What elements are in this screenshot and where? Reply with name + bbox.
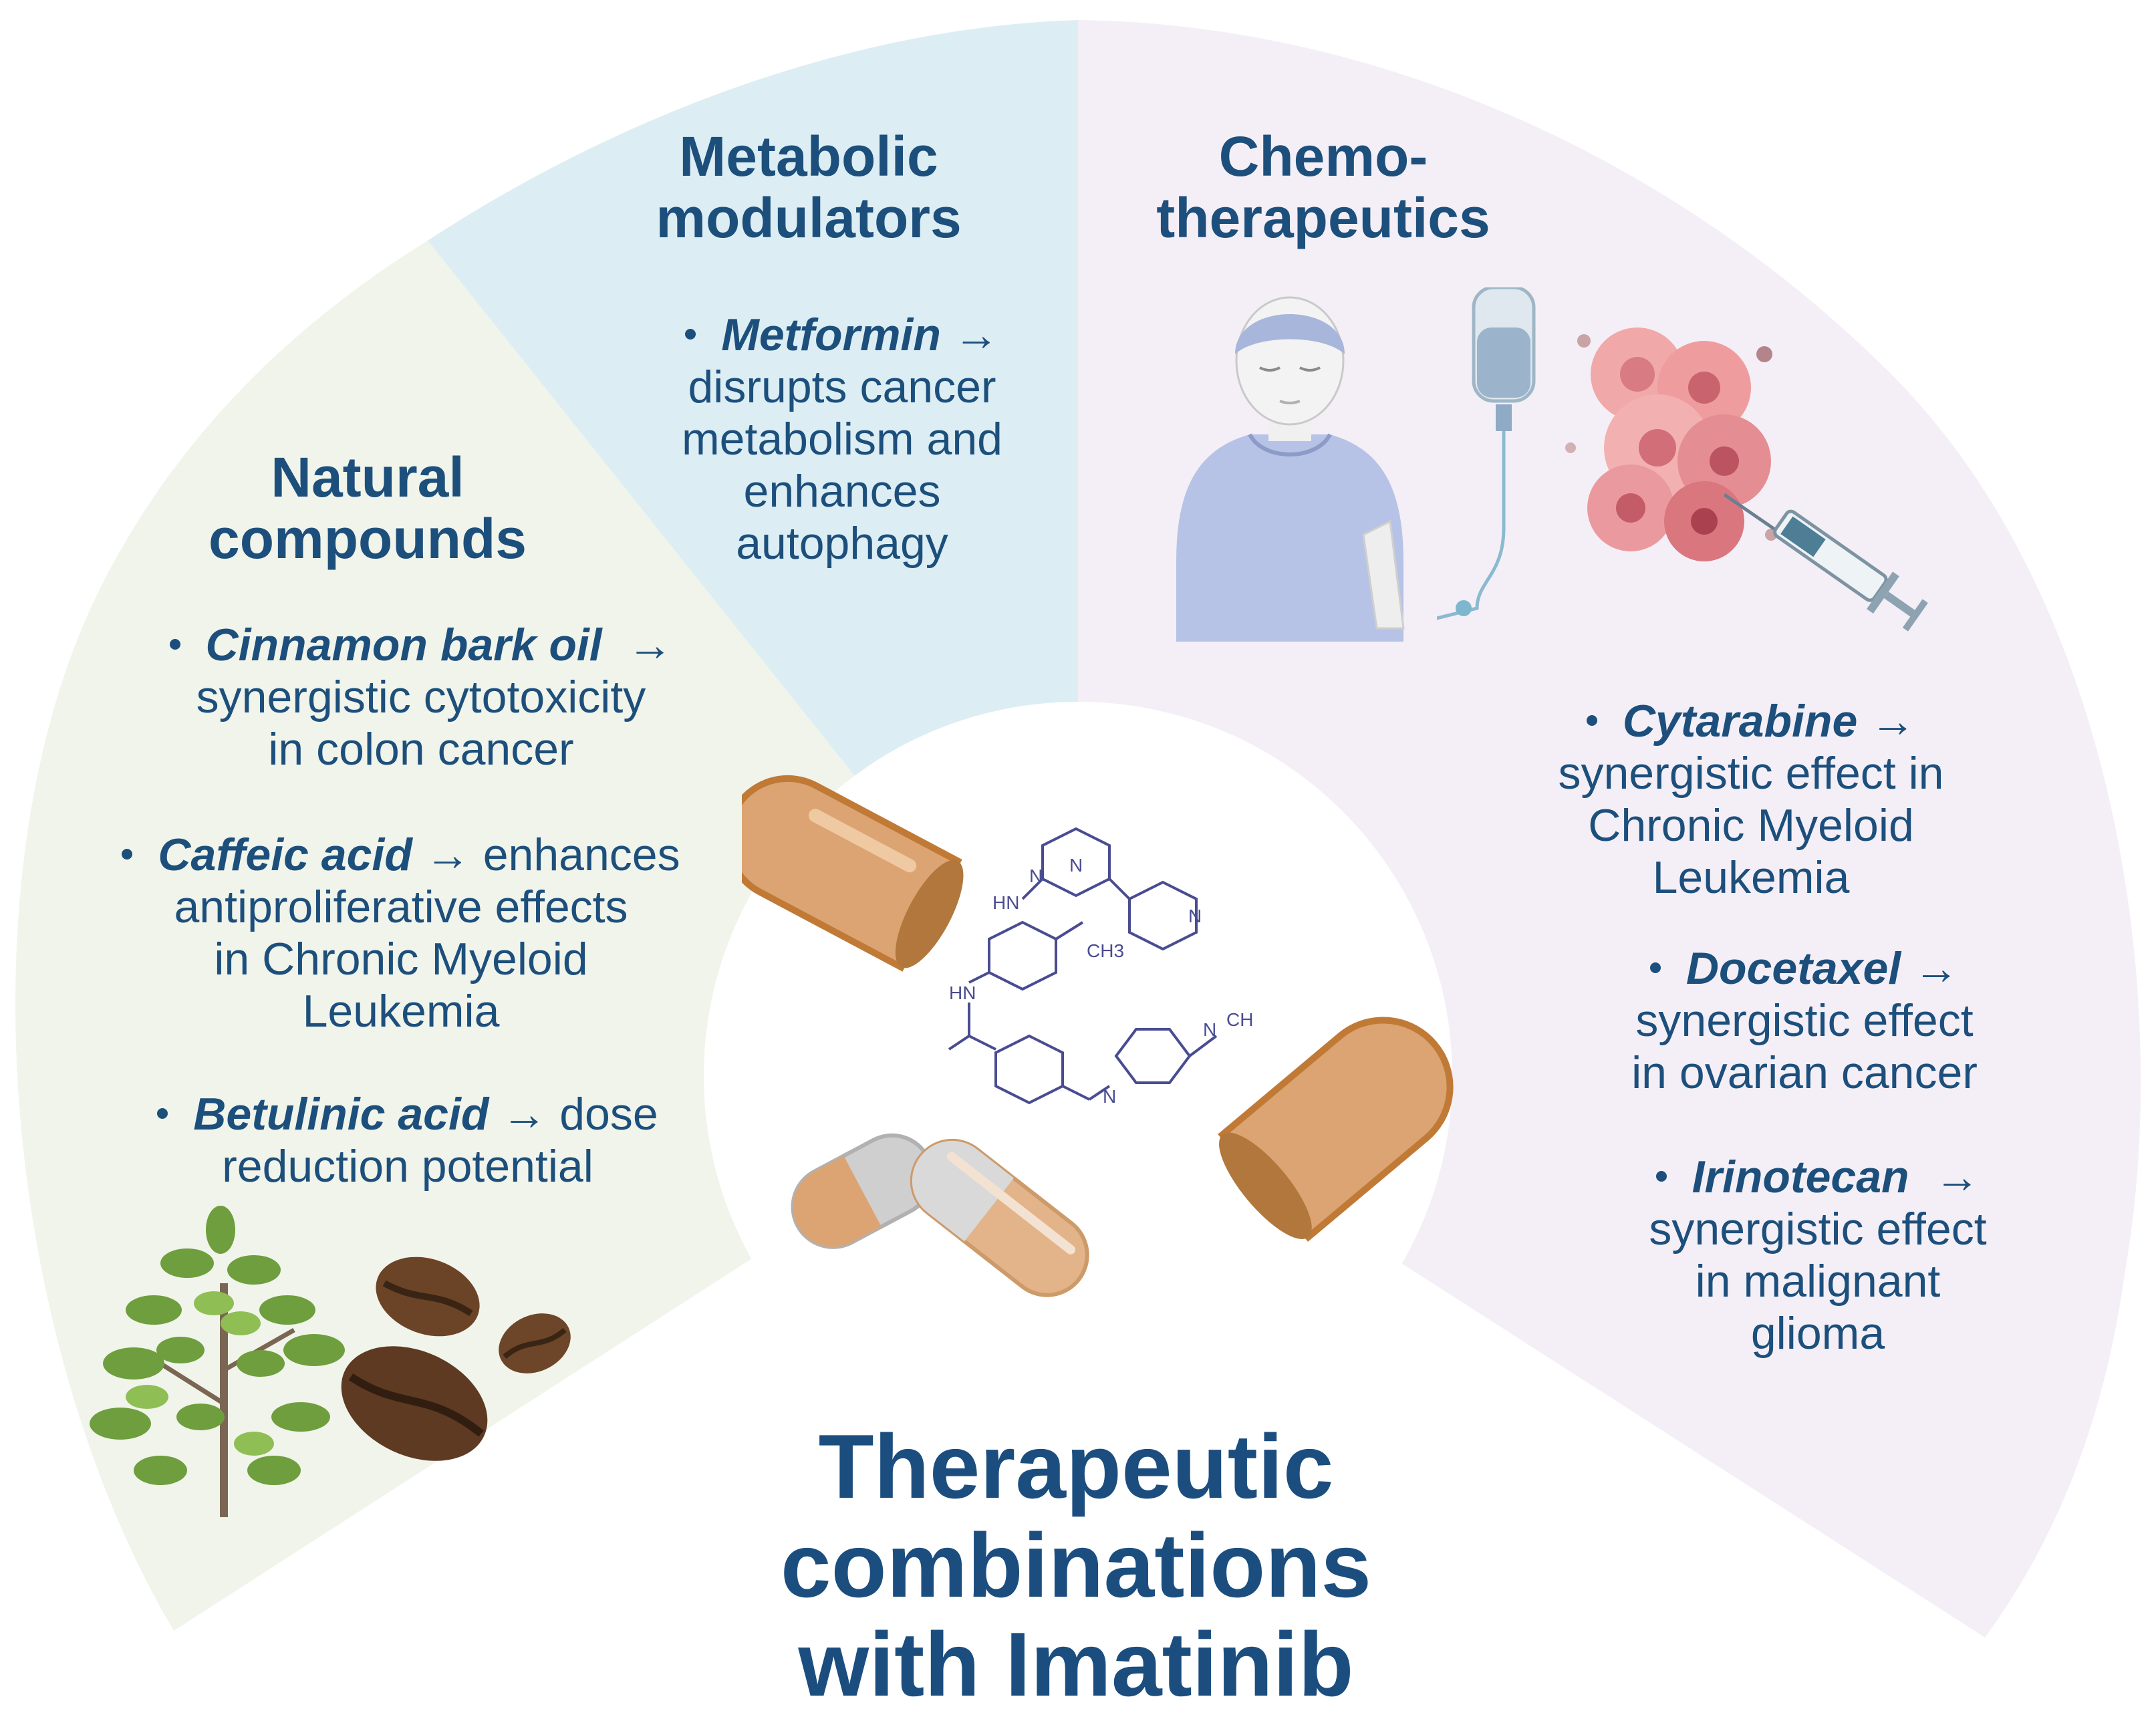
tree-icon — [90, 1206, 345, 1517]
iv-bag-icon — [1437, 287, 1536, 620]
bullet-icon — [122, 849, 133, 860]
svg-text:N: N — [1029, 866, 1043, 886]
svg-text:CH: CH — [1226, 1009, 1253, 1030]
capsule-icon — [791, 1133, 1089, 1297]
cinnamon-item: Cinnamon bark oil → synergistic cytotoxi… — [120, 619, 722, 775]
capsule-icon — [1218, 1017, 1454, 1242]
bullet-icon — [1655, 1171, 1667, 1182]
docetaxel-item: Docetaxel → synergistic effect in ovaria… — [1631, 943, 1978, 1098]
natural-heading: Natural compounds — [209, 446, 527, 570]
svg-text:N: N — [1203, 1019, 1216, 1040]
svg-text:N: N — [1069, 855, 1083, 876]
bullet-icon — [685, 329, 696, 340]
natural-sector — [15, 241, 1078, 1631]
diagram: Metabolic modulators Chemo- therapeutics… — [15, 20, 2141, 1714]
bullet-icon — [1649, 962, 1661, 974]
cancer-cells-icon — [1565, 327, 1777, 561]
main-title: Therapeutic combinations with Imatinib — [780, 1416, 1372, 1715]
chemo-heading: Chemo- therapeutics — [1156, 125, 1490, 249]
coffee-bean-icon — [341, 1257, 571, 1461]
svg-text:HN: HN — [949, 982, 976, 1003]
svg-text:N: N — [1188, 906, 1202, 926]
background-sectors — [15, 20, 2141, 1637]
bullet-icon — [169, 639, 180, 650]
cytarabine-item: Cytarabine → synergistic effect in Chron… — [1558, 696, 1944, 903]
caffeic-item: Caffeic acid → enhances antiproliferativ… — [67, 829, 735, 1037]
svg-text:N: N — [1103, 1086, 1116, 1107]
metabolic-heading: Metabolic modulators — [656, 125, 962, 249]
svg-text:CH3: CH3 — [1087, 940, 1124, 961]
patient-icon — [1176, 296, 1405, 642]
chemo-sector — [1078, 20, 2141, 1637]
betulinic-item: Betulinic acid → dose reduction potentia… — [107, 1088, 708, 1192]
bullet-icon — [1586, 715, 1597, 727]
bullet-icon — [157, 1108, 168, 1119]
svg-text:HN: HN — [992, 892, 1019, 913]
imatinib-molecule-icon: N N N HN CH3 HN N N CH — [948, 827, 1253, 1107]
syringe-icon — [1724, 493, 1928, 632]
metformin-item: Metformin → disrupts cancer metabolism a… — [681, 309, 1003, 569]
irinotecan-item: Irinotecan → synergistic effect in malig… — [1649, 1152, 1987, 1359]
capsule-icon — [742, 775, 964, 972]
